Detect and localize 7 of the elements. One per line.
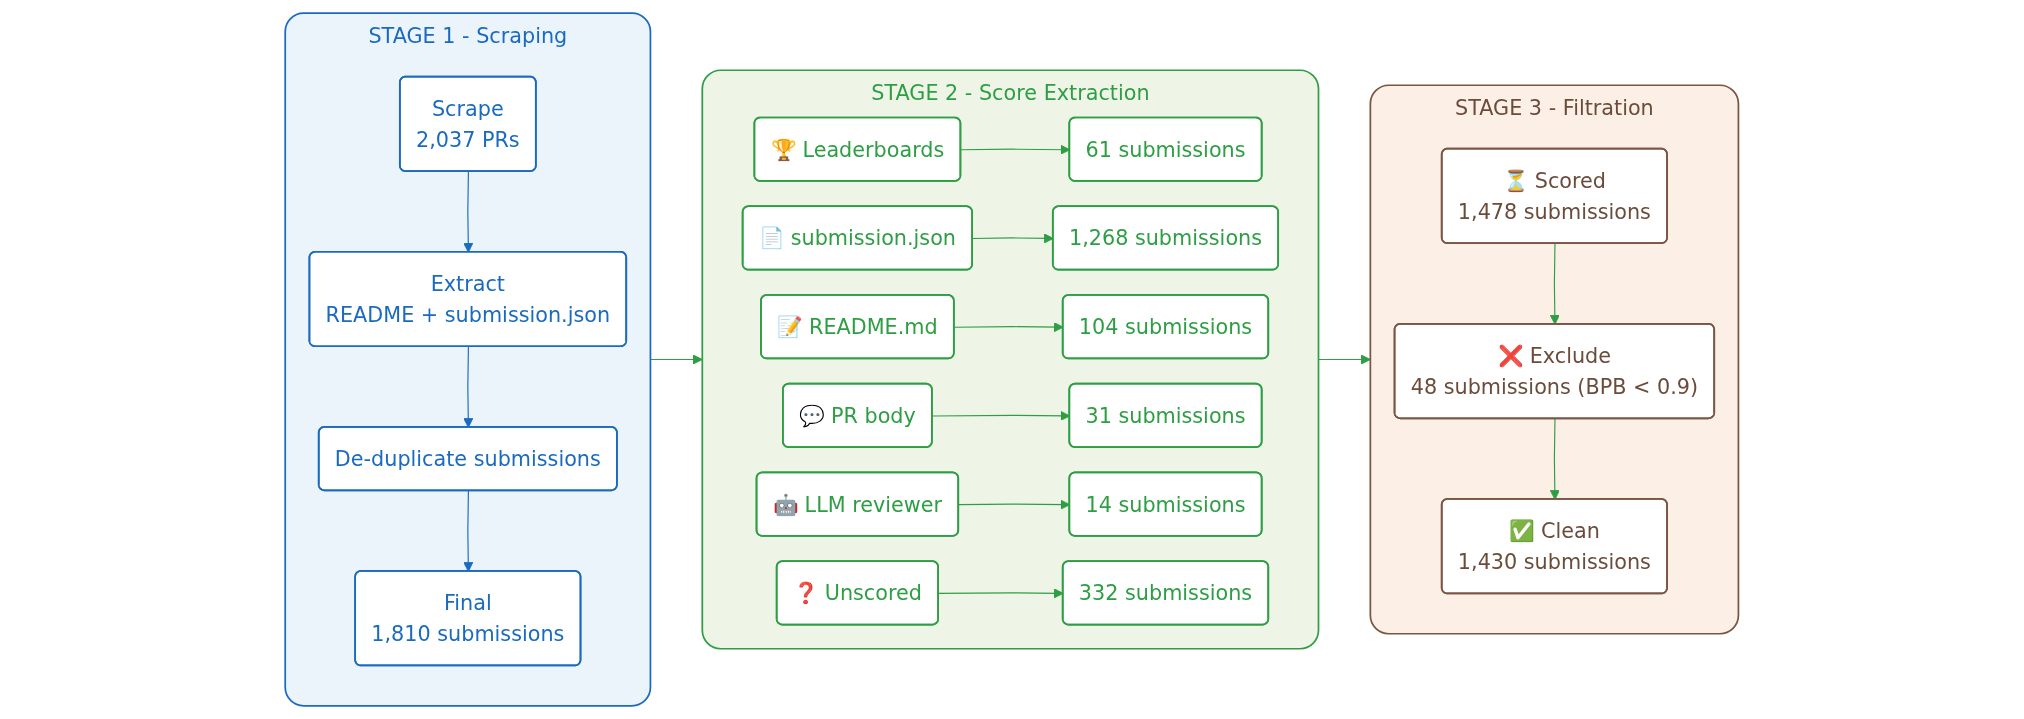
arrow	[463, 346, 474, 428]
arrow	[650, 354, 703, 365]
arrow	[1318, 354, 1371, 365]
arrow	[1549, 243, 1561, 325]
arrow	[463, 490, 474, 572]
arrow	[1549, 418, 1561, 500]
arrow	[463, 171, 474, 253]
